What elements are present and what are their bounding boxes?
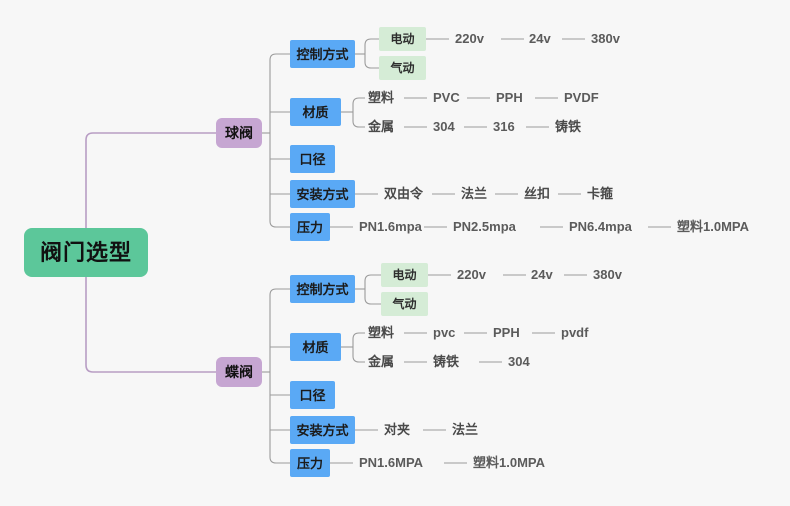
leaf-node[interactable]: 丝扣	[524, 186, 551, 201]
leaf-node[interactable]: 316	[493, 119, 515, 134]
category-node-material[interactable]: 材质	[290, 333, 341, 361]
leaf-node[interactable]: 塑料1.0MPA	[677, 219, 749, 234]
branch-node-label: 蝶阀	[225, 364, 253, 380]
category-node-material[interactable]: 材质	[290, 98, 341, 126]
subnode-pneumatic[interactable]: 气动	[381, 292, 428, 316]
subnode-electric[interactable]: 电动	[379, 27, 426, 51]
branch-node-ball-valve[interactable]: 球阀	[216, 118, 262, 148]
branch-node-butterfly-valve[interactable]: 蝶阀	[216, 357, 262, 387]
category-node-label: 安装方式	[296, 186, 349, 202]
subnode-label: 气动	[390, 61, 415, 75]
category-node-installation[interactable]: 安装方式	[290, 180, 355, 208]
category-node-label: 压力	[296, 455, 323, 471]
leaf-node[interactable]: 24v	[529, 31, 551, 46]
subnode-electric[interactable]: 电动	[381, 263, 428, 287]
leaf-node[interactable]: pvdf	[561, 325, 589, 340]
subnode-label: 电动	[390, 32, 415, 46]
leaf-node[interactable]: 304	[508, 354, 530, 369]
leaf-node[interactable]: 220v	[455, 31, 484, 46]
branch-node-label: 球阀	[225, 125, 253, 141]
category-node-label: 材质	[302, 339, 329, 355]
leaf-node[interactable]: 220v	[457, 267, 486, 282]
leaf-node[interactable]: PVDF	[564, 90, 599, 105]
leaf-node[interactable]: 380v	[593, 267, 622, 282]
root-node-label: 阀门选型	[39, 239, 132, 265]
leaf-node[interactable]: PPH	[496, 90, 523, 105]
material-row-label[interactable]: 塑料	[368, 90, 395, 105]
leaf-node[interactable]: 铸铁	[433, 354, 460, 369]
subnode-label: 电动	[392, 268, 417, 282]
leaf-node[interactable]: 法兰	[452, 422, 479, 437]
leaf-node[interactable]: PN1.6MPA	[359, 455, 424, 470]
category-node-installation[interactable]: 安装方式	[290, 416, 355, 444]
category-node-label: 控制方式	[296, 46, 349, 62]
leaf-node[interactable]: 铸铁	[555, 119, 582, 134]
material-row-label[interactable]: 塑料	[368, 325, 395, 340]
material-row-label[interactable]: 金属	[368, 354, 395, 369]
leaf-node[interactable]: PPH	[493, 325, 520, 340]
subnode-label: 气动	[392, 297, 417, 311]
leaf-node[interactable]: PVC	[433, 90, 460, 105]
material-row-label[interactable]: 金属	[368, 119, 395, 134]
category-node-diameter[interactable]: 口径	[290, 381, 335, 409]
leaf-node[interactable]: 法兰	[461, 186, 488, 201]
category-node-diameter[interactable]: 口径	[290, 145, 335, 173]
leaf-node[interactable]: 塑料1.0MPA	[473, 455, 545, 470]
subnode-pneumatic[interactable]: 气动	[379, 56, 426, 80]
leaf-node[interactable]: 304	[433, 119, 455, 134]
category-node-label: 压力	[296, 219, 323, 235]
root-node[interactable]: 阀门选型	[24, 228, 148, 277]
category-node-label: 材质	[302, 104, 329, 120]
category-node-label: 控制方式	[296, 281, 349, 297]
category-node-label: 口径	[299, 151, 326, 167]
category-node-label: 口径	[299, 387, 326, 403]
leaf-node[interactable]: 双由令	[384, 186, 424, 201]
leaf-node[interactable]: 24v	[531, 267, 553, 282]
leaf-node[interactable]: PN2.5mpa	[453, 219, 516, 234]
category-node-control-method[interactable]: 控制方式	[290, 275, 355, 303]
category-node-pressure[interactable]: 压力	[290, 449, 330, 477]
leaf-node[interactable]: 380v	[591, 31, 620, 46]
leaf-node[interactable]: PN1.6mpa	[359, 219, 422, 234]
category-node-control-method[interactable]: 控制方式	[290, 40, 355, 68]
category-node-pressure[interactable]: 压力	[290, 213, 330, 241]
leaf-node[interactable]: pvc	[433, 325, 456, 340]
leaf-node[interactable]: 卡箍	[587, 186, 614, 201]
leaf-node[interactable]: PN6.4mpa	[569, 219, 632, 234]
category-node-label: 安装方式	[296, 422, 349, 438]
leaf-node[interactable]: 对夹	[384, 422, 411, 437]
